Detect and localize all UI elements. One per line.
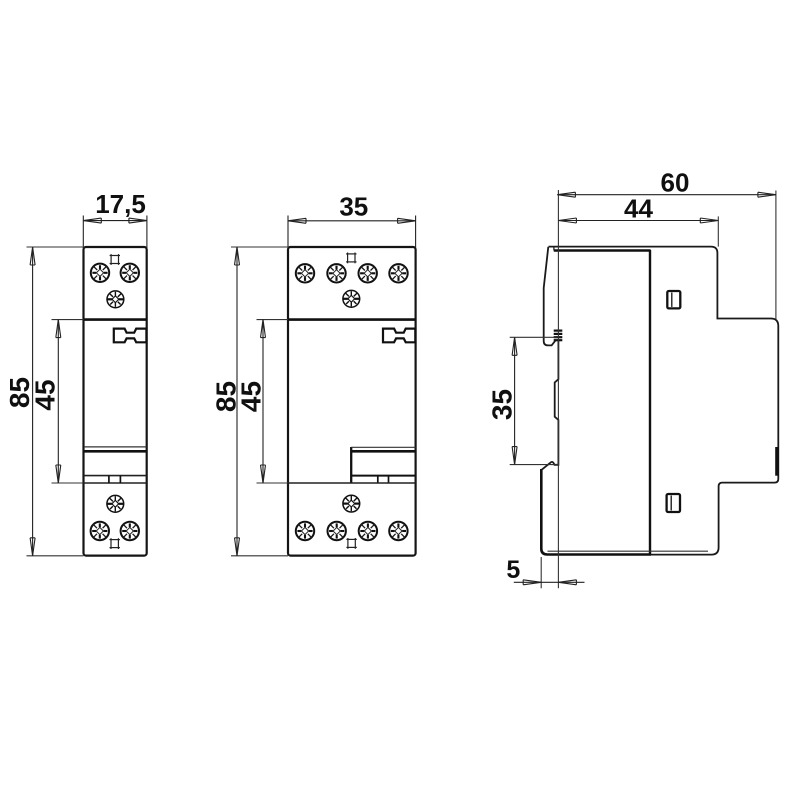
svg-text:45: 45 bbox=[30, 379, 61, 410]
svg-text:85: 85 bbox=[211, 381, 242, 412]
svg-text:60: 60 bbox=[661, 168, 690, 198]
svg-text:35: 35 bbox=[487, 389, 518, 420]
svg-text:5: 5 bbox=[506, 556, 520, 584]
svg-text:35: 35 bbox=[339, 192, 368, 222]
svg-text:44: 44 bbox=[624, 194, 653, 224]
svg-text:85: 85 bbox=[4, 377, 35, 408]
svg-text:17,5: 17,5 bbox=[95, 189, 146, 219]
svg-text:45: 45 bbox=[236, 381, 267, 412]
